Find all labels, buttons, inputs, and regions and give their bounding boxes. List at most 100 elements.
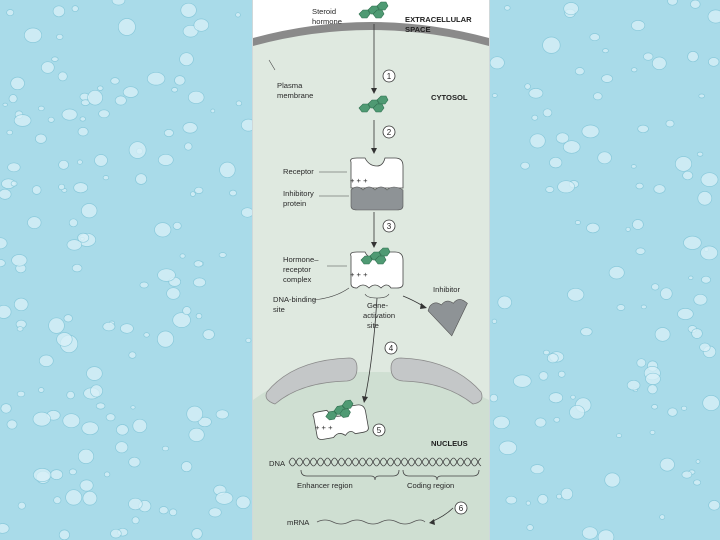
- water-drop: [219, 161, 236, 179]
- water-drop: [245, 337, 252, 343]
- water-drop: [693, 293, 708, 306]
- water-drop: [681, 405, 688, 411]
- water-drop: [660, 287, 673, 300]
- water-drop: [52, 5, 66, 18]
- hormone-receptor-complex: [350, 247, 404, 289]
- inhibitory-protein-label-1: Inhibitory: [283, 189, 314, 198]
- water-drop: [172, 221, 182, 230]
- water-drop: [241, 207, 254, 218]
- water-drop: [0, 237, 8, 250]
- gene-activation-label-2: activation: [363, 311, 395, 320]
- water-drop: [635, 247, 646, 255]
- water-drop: [51, 56, 59, 62]
- charge-signs-receptor: + + +: [350, 176, 368, 185]
- water-drop: [640, 304, 647, 310]
- water-drop: [701, 275, 711, 284]
- water-drop: [37, 105, 45, 112]
- water-drop: [581, 124, 600, 139]
- hormone-in-cytosol: [358, 95, 389, 113]
- hormone-receptor-label-3: complex: [283, 275, 311, 284]
- water-drop: [193, 18, 210, 32]
- water-drop: [693, 479, 702, 486]
- water-drop: [667, 407, 678, 417]
- water-drop: [180, 2, 197, 18]
- step-circles: [372, 69, 468, 515]
- water-drop: [186, 405, 204, 423]
- water-drop: [130, 405, 136, 410]
- water-drop: [682, 170, 694, 181]
- water-drop: [57, 71, 68, 82]
- water-drop: [172, 312, 191, 328]
- water-drop: [674, 156, 693, 172]
- water-drop: [574, 220, 581, 225]
- water-drop: [195, 313, 203, 320]
- water-drop: [31, 185, 42, 195]
- water-drop: [158, 506, 169, 515]
- water-drop: [166, 287, 181, 300]
- water-drop: [580, 327, 593, 337]
- water-drop: [498, 440, 518, 455]
- water-drop: [616, 304, 626, 311]
- water-drop: [161, 445, 170, 452]
- water-drop: [687, 51, 699, 63]
- gene-activation-label-3: site: [367, 321, 379, 330]
- water-drop: [71, 5, 79, 12]
- water-drop: [157, 153, 174, 166]
- water-drop: [653, 184, 666, 194]
- water-drop: [637, 124, 649, 134]
- water-drop: [524, 83, 531, 90]
- water-drop: [677, 308, 694, 320]
- water-drop: [215, 409, 229, 420]
- water-drop: [707, 9, 720, 24]
- water-drop: [699, 342, 711, 352]
- steroid-hormone-molecule: [358, 1, 389, 19]
- water-drop: [630, 164, 637, 169]
- water-drop: [683, 235, 702, 250]
- dna-label: DNA: [269, 459, 286, 468]
- step-6-number: 6: [459, 504, 464, 513]
- dna-helix: [288, 457, 482, 467]
- water-drop: [570, 394, 576, 400]
- water-drop: [122, 86, 139, 98]
- inhibitor-label: Inhibitor: [433, 285, 460, 294]
- water-drop: [0, 304, 12, 319]
- water-drop: [56, 332, 73, 347]
- water-drop: [649, 429, 656, 435]
- water-drop: [505, 495, 518, 505]
- water-drop: [229, 189, 237, 197]
- water-drop: [139, 281, 149, 289]
- water-drop: [631, 67, 638, 73]
- water-drop: [520, 161, 530, 170]
- water-drop: [6, 419, 18, 430]
- plasma-membrane: [253, 22, 489, 46]
- water-drop: [40, 61, 55, 74]
- step-3-number: 3: [387, 222, 392, 231]
- water-drop: [513, 374, 532, 388]
- steroid-hormone-label-2: hormone: [312, 17, 342, 26]
- water-drop: [58, 159, 69, 170]
- water-drop: [11, 254, 28, 267]
- water-drop: [702, 395, 720, 411]
- water-drop: [543, 349, 550, 356]
- water-drop: [531, 114, 539, 121]
- steroid-hormone-label-1: Steroid: [312, 7, 336, 16]
- mrna-label: mRNA: [287, 518, 310, 527]
- water-drop: [545, 186, 555, 193]
- nuclear-envelope-right: [390, 357, 483, 405]
- water-drop: [526, 524, 534, 531]
- water-drop: [489, 393, 499, 403]
- water-drop: [38, 387, 45, 393]
- water-drop: [651, 283, 660, 291]
- water-drop: [489, 56, 505, 70]
- receptor-label: Receptor: [283, 167, 314, 176]
- extracellular-label-1: EXTRACELLULAR: [405, 15, 472, 24]
- water-drop: [491, 93, 498, 98]
- water-drop: [504, 5, 511, 11]
- water-drop: [179, 52, 194, 67]
- water-drop: [182, 122, 198, 134]
- water-drop: [631, 20, 646, 31]
- water-drop: [553, 417, 561, 423]
- water-drop: [105, 413, 116, 422]
- water-drop: [202, 329, 215, 340]
- water-drop: [163, 129, 174, 137]
